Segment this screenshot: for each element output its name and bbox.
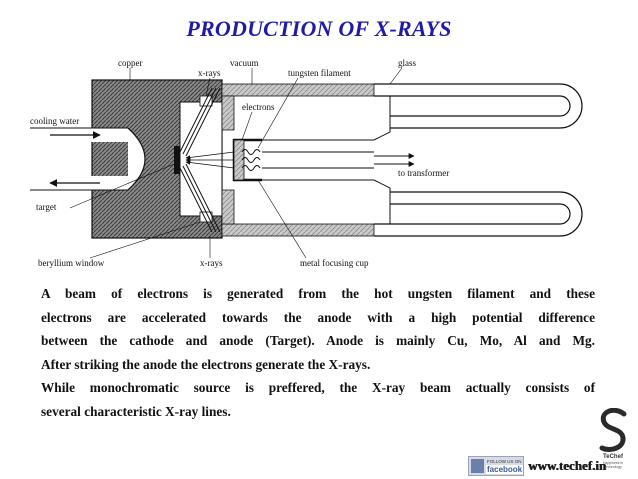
glass-coil (374, 83, 583, 237)
label-xrays-bottom: x-rays (200, 258, 223, 268)
website-link[interactable]: www.techef.in (528, 458, 606, 473)
facebook-follow-button[interactable]: FOLLOW US ON facebook (468, 456, 524, 476)
fb-follow-label: FOLLOW US ON (487, 459, 522, 464)
slide-title: PRODUCTION OF X-RAYS (186, 16, 452, 41)
paragraph-line: A beam of electrons is generated from th… (41, 286, 595, 301)
label-copper: copper (118, 58, 143, 68)
thumbs-up-icon (471, 459, 484, 473)
glass-envelope (221, 83, 375, 237)
label-target: target (36, 202, 57, 212)
target-anode (174, 146, 180, 174)
paragraph-line: While monochromatic source is preffered,… (41, 380, 595, 395)
paragraph-line: several characteristic X-ray lines. (41, 403, 231, 419)
tungsten-filament (241, 149, 261, 171)
label-glass: glass (398, 58, 416, 68)
label-metal-focusing-cup: metal focusing cup (300, 258, 369, 268)
paragraph-line: electrons are accelerated towards the an… (41, 309, 595, 325)
leader-lines (69, 67, 403, 259)
focusing-cup (232, 138, 262, 182)
label-electrons: electrons (242, 102, 275, 112)
label-cooling-water: cooling water (30, 116, 79, 126)
transformer-leads (262, 96, 415, 224)
paragraph-line: After striking the anode the electrons g… (41, 356, 371, 372)
xray-tube-diagram: copper x-rays vacuum tungsten filament g… (30, 58, 583, 268)
description-text: A beam of electrons is generated from th… (41, 282, 595, 423)
paragraph-line: between the cathode and anode (Target). … (41, 333, 595, 348)
label-vacuum: vacuum (230, 58, 259, 68)
logo-tagline: Happiness in Technology (602, 461, 624, 469)
electron-beam (185, 151, 235, 169)
label-to-transformer: to transformer (398, 168, 449, 178)
s-logo-icon (599, 407, 627, 453)
techef-logo: TeChef Happiness in Technology (596, 407, 630, 470)
label-xrays-top: x-rays (198, 68, 221, 78)
logo-brand: TeChef (603, 454, 623, 460)
cooling-channel (30, 127, 146, 191)
fb-name-label: facebook (486, 465, 524, 474)
label-beryllium-window: beryllium window (38, 258, 105, 268)
label-tungsten-filament: tungsten filament (288, 68, 351, 78)
xray-beams (179, 87, 221, 233)
